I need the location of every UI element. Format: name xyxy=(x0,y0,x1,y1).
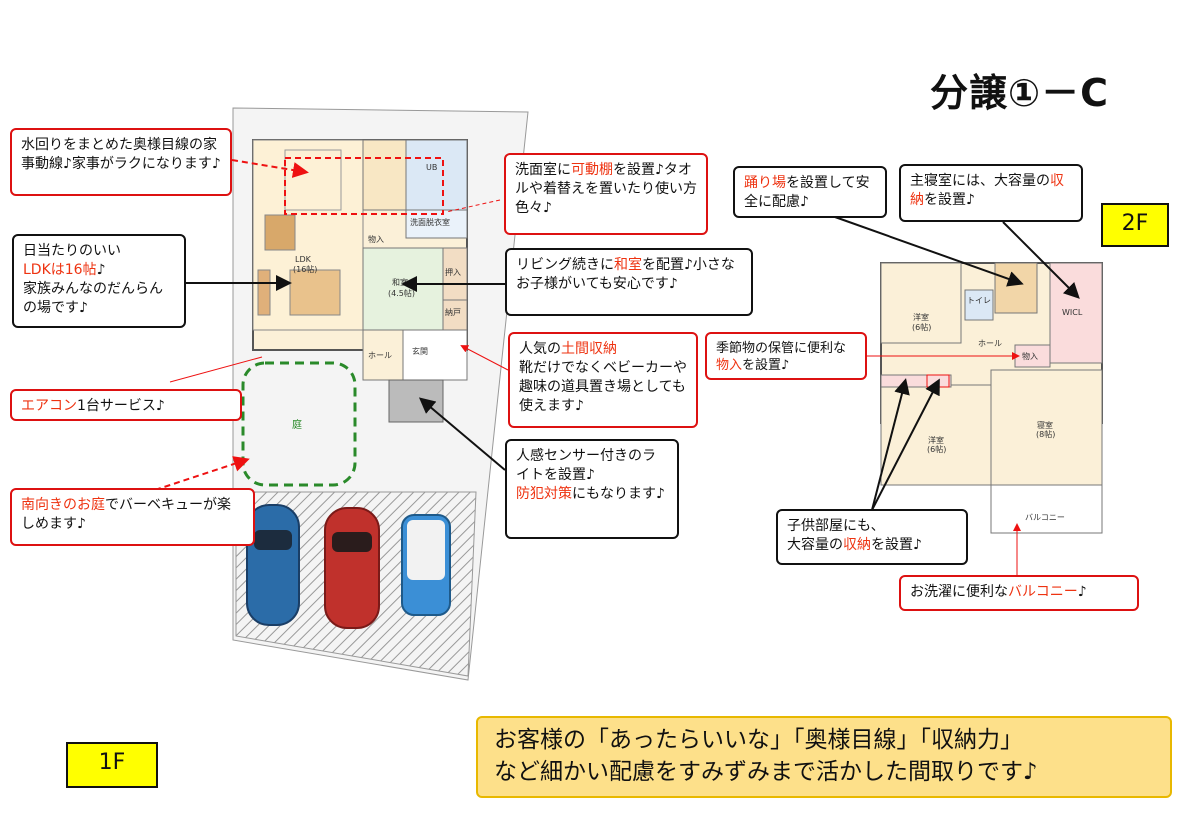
callout-washitsu: リビング続きに和室を配置♪小さなお子様がいても安心です♪ xyxy=(505,248,753,316)
room-ldk: LDK xyxy=(295,255,312,264)
callout-water-text: 水回りをまとめた奥様目線の家事動線♪家事がラクになります♪ xyxy=(21,137,221,172)
callout-seasonal: 季節物の保管に便利な物入を設置♪ xyxy=(705,332,867,380)
callout-master-text-c: を設置♪ xyxy=(924,192,975,208)
callout-garden-text: でバーベキューが楽しめます♪ xyxy=(21,497,231,532)
room-hall-1f: ホール xyxy=(368,351,392,360)
callout-balcony-highlight: バルコニー xyxy=(1008,584,1078,600)
car-red xyxy=(324,507,380,629)
room-bedroom-b-size: (6帖) xyxy=(927,444,946,454)
callout-sensor: 人感センサー付きのライトを設置♪ 防犯対策にもなります♪ xyxy=(505,439,679,539)
room-storage-1f: 物入 xyxy=(368,234,384,244)
room-bedroom-a: 洋室 xyxy=(913,312,929,322)
callout-doma-text-a: 人気の xyxy=(519,341,561,357)
wic-room xyxy=(1049,262,1103,364)
callout-senmen-highlight: 可動棚 xyxy=(571,162,613,178)
room-closet: 押入 xyxy=(445,267,461,277)
room-ub: UB xyxy=(426,163,437,172)
balcony-area xyxy=(990,484,1103,534)
callout-aircon-highlight: エアコン xyxy=(21,398,77,414)
callout-senmen-text-c: を設置♪タオルや着替えを置いたり使い方色々♪ xyxy=(515,162,697,216)
sofa xyxy=(289,269,341,316)
callout-doma-highlight: 土間収納 xyxy=(561,341,617,357)
callout-seasonal-highlight: 物入 xyxy=(716,358,743,373)
room-senmen: 洗面脱衣室 xyxy=(410,217,450,227)
room-storage-2f: 物入 xyxy=(1022,351,1038,361)
callout-balcony-text-a: お洗濯に便利な xyxy=(910,584,1008,600)
site-1f: LDK (16帖) 和室 (4.5帖) ホール 玄関 洗面脱衣室 UB 納戸 押… xyxy=(232,107,529,681)
pointer-lines xyxy=(154,159,1080,575)
callout-senmen: 洗面室に可動棚を設置♪タオルや着替えを置いたり使い方色々♪ xyxy=(504,153,708,235)
callout-seasonal-text-c: を設置♪ xyxy=(742,358,790,373)
callout-ldk-text-c: ♪ xyxy=(96,262,106,278)
callout-garden-highlight: 南向きのお庭 xyxy=(21,497,105,513)
room-wic: WICL xyxy=(1062,308,1083,317)
summary-line-1: お客様の「あったらいいな」「奥様目線」「収納力」 xyxy=(494,727,1023,753)
room-nando: 納戸 xyxy=(445,307,461,317)
room-master-size: (8帖) xyxy=(1036,429,1055,439)
callout-odoriba-highlight: 踊り場 xyxy=(744,175,786,191)
callout-sensor-text-c: にもなります♪ xyxy=(572,486,665,502)
callout-ldk: 日当たりのいい LDKは16帖♪ 家族みんなのだんらんの場です♪ xyxy=(12,234,186,328)
ub-room xyxy=(405,139,468,211)
callout-balcony: お洗濯に便利なバルコニー♪ xyxy=(899,575,1139,611)
room-bedroom-a-size: (6帖) xyxy=(912,322,931,332)
callout-washitsu-text-a: リビング続きに xyxy=(516,257,614,273)
garden-outline xyxy=(241,361,357,487)
room-bedroom-b: 洋室 xyxy=(928,435,944,445)
room-master: 寝室 xyxy=(1037,420,1053,430)
callout-master-highlight: 収納 xyxy=(910,173,1064,208)
callout-kids-text-a: 子供部屋にも、 xyxy=(787,518,885,534)
room-washitsu-size: (4.5帖) xyxy=(388,288,415,298)
plan-2f: 洋室 (6帖) 洋室 (6帖) 寝室 (8帖) WICL トイレ ホール 物入 … xyxy=(880,262,1103,534)
callout-water-area: 水回りをまとめた奥様目線の家事動線♪家事がラクになります♪ xyxy=(10,128,232,196)
entrance-tiles xyxy=(388,379,444,423)
room-washitsu: 和室 xyxy=(392,277,408,287)
page-title: 分譲①－C xyxy=(930,71,1110,115)
floor-tag-1f: 1F xyxy=(66,742,158,788)
room-ldk-size: (16帖) xyxy=(293,264,317,274)
callout-odoriba: 踊り場を設置して安全に配慮♪ xyxy=(733,166,887,218)
floor-tag-2f: 2F xyxy=(1101,203,1169,247)
callout-master-text-a: 主寝室には、大容量の xyxy=(910,173,1050,189)
dining-table xyxy=(264,214,296,251)
callout-aircon: エアコン1台サービス♪ xyxy=(10,389,242,421)
callout-ldk-highlight: LDKは16帖 xyxy=(23,262,97,278)
callout-sensor-highlight: 防犯対策 xyxy=(516,486,572,502)
callout-garden: 南向きのお庭でバーベキューが楽しめます♪ xyxy=(10,488,255,546)
water-area-highlight xyxy=(284,157,444,215)
callout-balcony-text-c: ♪ xyxy=(1077,584,1087,600)
room-genkan: 玄関 xyxy=(412,346,428,356)
callout-doma-text-c: 靴だけでなくベビーカーや趣味の道具置き場としても使えます♪ xyxy=(519,360,687,414)
room-balcony: バルコニー xyxy=(1025,513,1065,522)
callout-kids: 子供部屋にも、 大容量の収納を設置♪ xyxy=(776,509,968,565)
callout-ldk-text-a: 日当たりのいい xyxy=(23,243,121,259)
callout-ldk-text-d: 家族みんなのだんらんの場です♪ xyxy=(23,281,163,316)
room-hall-2f: ホール xyxy=(978,339,1002,348)
callout-senmen-text-a: 洗面室に xyxy=(515,162,571,178)
callout-aircon-text: 1台サービス♪ xyxy=(77,398,165,414)
callout-kids-highlight: 収納 xyxy=(843,537,871,553)
callout-sensor-text-a: 人感センサー付きのライトを設置♪ xyxy=(516,448,656,483)
callout-odoriba-text: を設置して安全に配慮♪ xyxy=(744,175,870,210)
callout-seasonal-text-a: 季節物の保管に便利な xyxy=(716,341,847,356)
summary-line-2: など細かい配慮をすみずみまで活かした間取りです♪ xyxy=(494,759,1038,785)
callout-washitsu-highlight: 和室 xyxy=(614,257,642,273)
room-garden: 庭 xyxy=(292,418,302,431)
room-toilet: トイレ xyxy=(967,296,991,305)
callout-master: 主寝室には、大容量の収納を設置♪ xyxy=(899,164,1083,222)
callout-kids-text-d: を設置♪ xyxy=(871,537,922,553)
summary-message: お客様の「あったらいいな」「奥様目線」「収納力」 など細かい配慮をすみずみまで活… xyxy=(476,716,1172,798)
callout-doma: 人気の土間収納 靴だけでなくベビーカーや趣味の道具置き場としても使えます♪ xyxy=(508,332,698,428)
callout-kids-text-b: 大容量の xyxy=(787,537,843,553)
callout-washitsu-text-c: を配置♪小さなお子様がいても安心です♪ xyxy=(516,257,735,292)
